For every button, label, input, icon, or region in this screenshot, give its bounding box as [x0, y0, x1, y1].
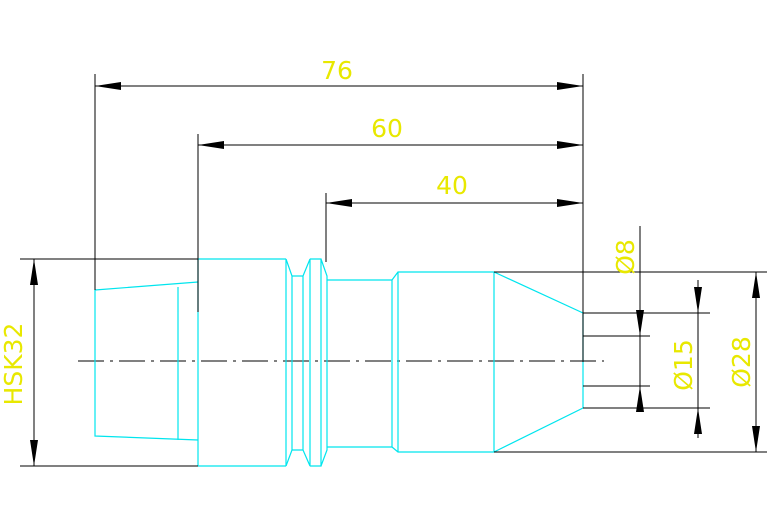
dim-d28-label: Ø28: [727, 336, 756, 388]
dim-40-label: 40: [436, 171, 468, 200]
hsk-taper-shank: [94, 281, 199, 441]
dim-d8-label: Ø8: [611, 239, 640, 275]
cone-nose: [493, 271, 584, 453]
groove: [285, 258, 328, 467]
dimension-lines: [20, 74, 767, 467]
dim-76-label: 76: [321, 56, 353, 85]
dim-hsk32-label: HSK32: [0, 323, 28, 406]
flange-body: [197, 258, 287, 467]
dim-d15-label: Ø15: [669, 339, 698, 391]
part-outline: [94, 258, 584, 467]
dim-60-label: 60: [371, 114, 403, 143]
front-body: [391, 271, 495, 453]
neck: [327, 279, 393, 448]
